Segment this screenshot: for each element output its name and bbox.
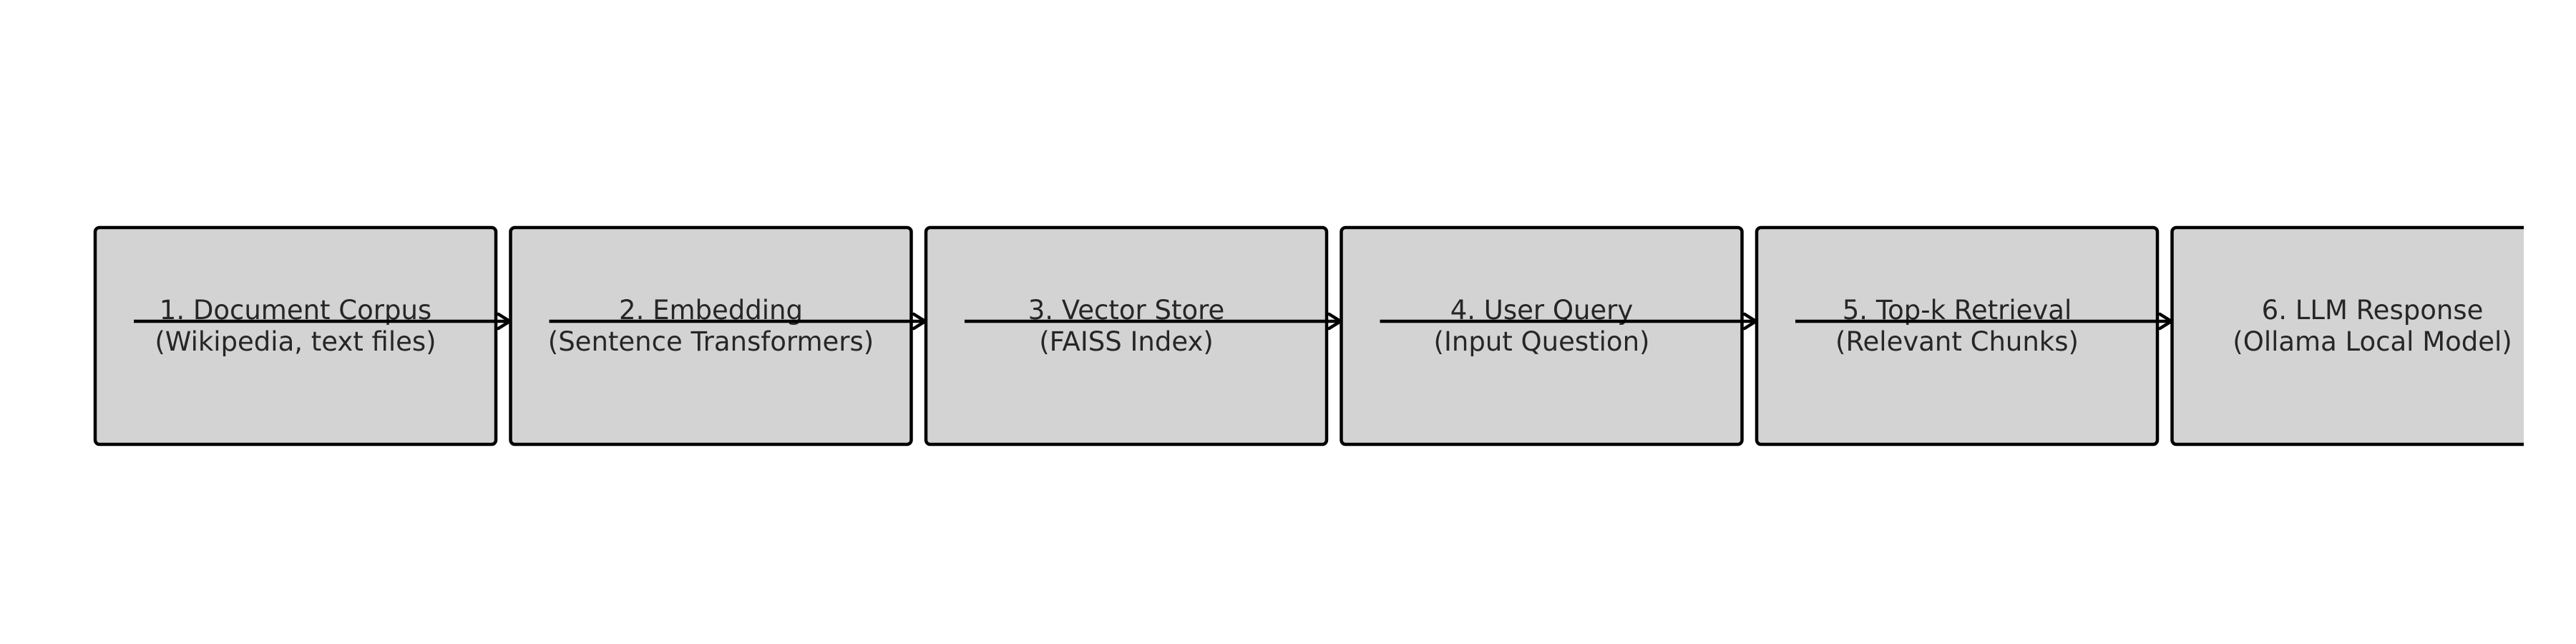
- node-retrieval: 5. Top-k Retrieval(Relevant Chunks): [1755, 225, 2160, 447]
- node-subtitle-llm-response: (Ollama Local Model): [2233, 326, 2512, 357]
- node-box-vector-store: [924, 225, 1329, 447]
- node-llm-response: 6. LLM Response(Ollama Local Model): [2170, 225, 2524, 447]
- node-vector-store: 3. Vector Store(FAISS Index): [924, 225, 1329, 447]
- node-box-user-query: [1340, 225, 1744, 447]
- node-user-query: 4. User Query(Input Question): [1340, 225, 1744, 447]
- node-subtitle-vector-store: (FAISS Index): [1039, 326, 1214, 357]
- arrow-head: [1742, 312, 1758, 331]
- arrow-head: [1327, 312, 1342, 331]
- node-box-llm-response: [2170, 225, 2524, 447]
- arrow-retrieval-to-llm-response: [1795, 312, 2173, 331]
- node-subtitle-retrieval: (Relevant Chunks): [1835, 326, 2079, 357]
- node-subtitle-user-query: (Input Question): [1434, 326, 1650, 357]
- node-embedding: 2. Embedding(Sentence Transformers): [509, 225, 913, 447]
- arrow-head: [912, 312, 927, 331]
- arrow-embedding-to-vector-store: [549, 312, 927, 331]
- node-box-corpus: [93, 225, 498, 447]
- arrow-user-query-to-retrieval: [1380, 312, 1758, 331]
- arrow-head: [2158, 312, 2173, 331]
- node-corpus: 1. Document Corpus(Wikipedia, text files…: [93, 225, 498, 447]
- node-title-llm-response: 6. LLM Response: [2262, 295, 2484, 326]
- nodes: 1. Document Corpus(Wikipedia, text files…: [93, 225, 2524, 447]
- node-box-embedding: [509, 225, 913, 447]
- edges: [134, 312, 2173, 331]
- node-subtitle-embedding: (Sentence Transformers): [548, 326, 874, 357]
- node-box-retrieval: [1755, 225, 2160, 447]
- node-subtitle-corpus: (Wikipedia, text files): [155, 326, 436, 357]
- arrow-corpus-to-embedding: [134, 312, 512, 331]
- arrow-vector-store-to-user-query: [965, 312, 1342, 331]
- arrow-head: [497, 312, 512, 331]
